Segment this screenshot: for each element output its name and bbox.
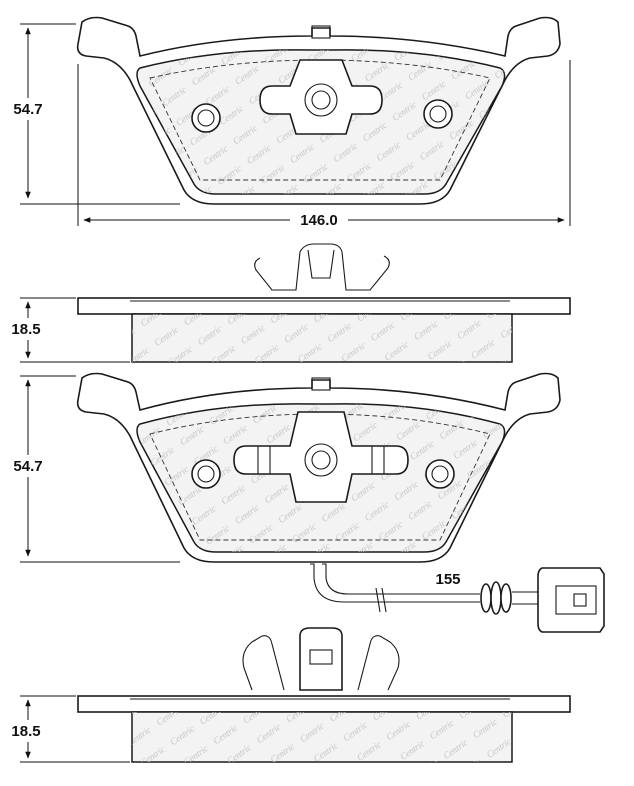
bottom-side-backing-plate xyxy=(77,695,571,713)
top-left-hole xyxy=(191,103,221,133)
top-thickness-label: 18.5 xyxy=(11,321,40,338)
bottom-side-tab xyxy=(299,627,343,691)
sensor-boot xyxy=(480,581,512,615)
top-center-pin xyxy=(304,83,338,117)
top-thickness-dimension: 18.5 xyxy=(4,297,130,363)
top-center-boss xyxy=(259,59,383,135)
wear-sensor: 155 xyxy=(310,563,605,633)
top-right-hole xyxy=(423,99,453,129)
bottom-center-boss xyxy=(233,411,409,503)
top-tab xyxy=(311,25,331,39)
top-height-label: 54.7 xyxy=(13,101,42,118)
top-height-dimension: 54.7 xyxy=(6,23,180,205)
bottom-center-pin xyxy=(304,443,338,477)
bottom-thickness-dimension: 18.5 xyxy=(4,695,130,763)
sensor-wire xyxy=(310,563,480,603)
bottom-left-hole xyxy=(191,459,221,489)
bottom-right-hole xyxy=(425,459,455,489)
top-side-backing-plate xyxy=(77,297,571,315)
bottom-spring-clip xyxy=(242,635,285,691)
top-spring-clip xyxy=(254,243,390,291)
top-width-label: 146.0 xyxy=(300,212,338,229)
top-pad-front-view xyxy=(76,16,561,205)
sensor-connector xyxy=(537,567,605,633)
bottom-thickness-label: 18.5 xyxy=(11,723,40,740)
bottom-pad-side-view xyxy=(77,627,571,763)
bottom-pad-front-view xyxy=(76,372,561,563)
bottom-height-dimension: 54.7 xyxy=(6,375,180,563)
top-pad-side-view xyxy=(77,243,571,363)
top-width-dimension: 146.0 xyxy=(77,60,571,230)
bottom-height-label: 54.7 xyxy=(13,458,42,475)
bottom-tab xyxy=(311,377,331,391)
sensor-length-label: 155 xyxy=(435,571,460,588)
